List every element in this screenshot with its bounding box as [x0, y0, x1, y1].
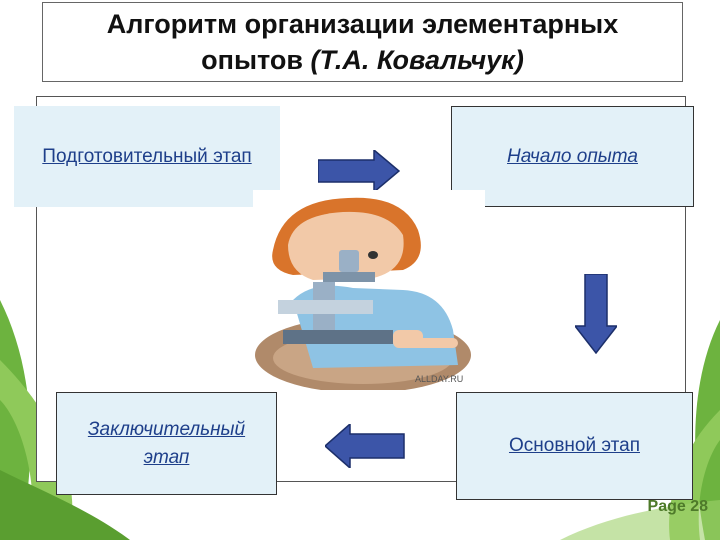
slide-title: Алгоритм организации элементарных опытов…	[42, 2, 683, 82]
arrow-right-icon	[318, 150, 400, 192]
stage-main: Основной этап	[456, 392, 693, 500]
title-author: (Т.А. Ковальчук)	[310, 45, 524, 75]
title-line-2: опытов (Т.А. Ковальчук)	[201, 42, 524, 78]
stage-final: Заключительный этап	[56, 392, 277, 495]
arrow-left-icon	[325, 424, 405, 468]
stage-preparatory: Подготовительный этап	[14, 106, 280, 207]
page-number: Page 28	[647, 498, 708, 515]
boy-with-microscope-picture: ALLDAY.RU	[253, 190, 485, 393]
picture-watermark: ALLDAY.RU	[415, 374, 463, 384]
microscope-illustration: ALLDAY.RU	[255, 197, 471, 393]
stage-start: Начало опыта	[451, 106, 694, 207]
title-line-1: Алгоритм организации элементарных	[106, 9, 619, 39]
title-line-2-main: опытов	[201, 45, 311, 75]
arrow-down-icon	[575, 274, 617, 354]
